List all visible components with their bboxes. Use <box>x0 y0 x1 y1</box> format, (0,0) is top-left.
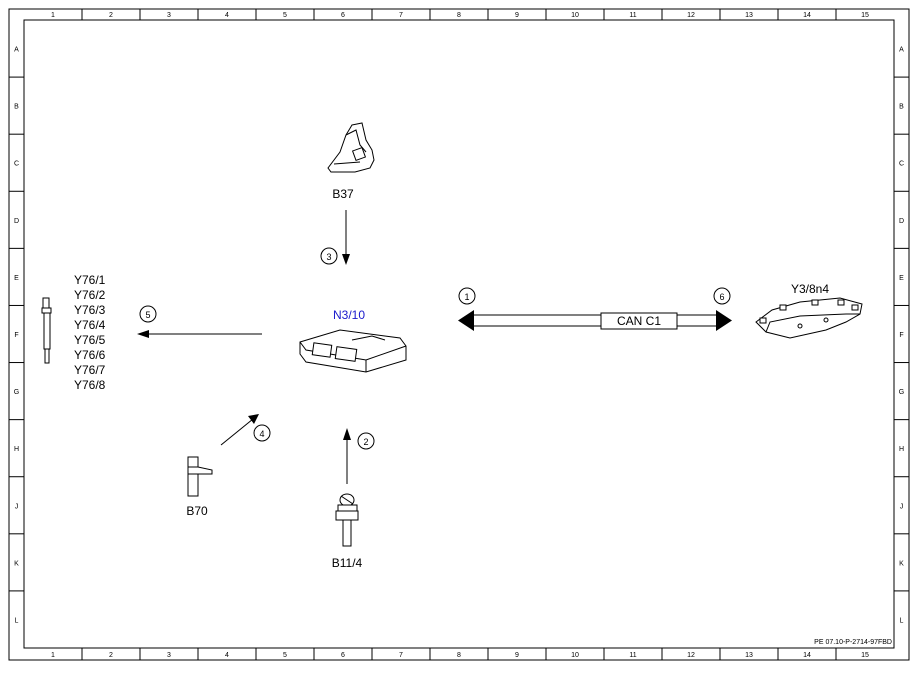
grid-row-label: G <box>899 389 904 396</box>
grid-row-label: G <box>14 389 19 396</box>
grid-row-label: E <box>899 275 904 282</box>
signal-number-3: 3 <box>326 252 331 262</box>
grid-column-label: 14 <box>803 12 811 19</box>
transmission-control-module-icon <box>755 297 863 339</box>
grid-column-label: 7 <box>399 12 403 19</box>
grid-row-label: C <box>14 161 19 168</box>
grid-row-label: K <box>14 560 19 567</box>
signal-number-6: 6 <box>719 292 724 302</box>
engine-control-unit-icon <box>299 329 407 373</box>
grid-column-label: 10 <box>571 652 579 659</box>
injector-label: Y76/4 <box>74 318 106 332</box>
grid-row-label: D <box>14 218 19 225</box>
signal-arrow-4 <box>220 414 259 446</box>
injector-label: Y76/1 <box>74 273 106 287</box>
grid-column-label: 15 <box>861 652 869 659</box>
grid-column-label: 1 <box>51 652 55 659</box>
grid-column-label: 13 <box>745 12 753 19</box>
grid-column-label: 3 <box>167 652 171 659</box>
signal-marker-1 <box>458 287 476 305</box>
grid-column-label: 10 <box>571 12 579 19</box>
grid-column-label: 7 <box>399 652 403 659</box>
grid-row-label: H <box>899 446 904 453</box>
frame-outer <box>8 8 910 661</box>
frame-inner <box>23 19 895 649</box>
fuel-injector-icon <box>41 297 52 364</box>
signal-number-4: 4 <box>259 429 264 439</box>
grid-column-label: 8 <box>457 652 461 659</box>
injector-label: Y76/5 <box>74 333 106 347</box>
grid-row-label: F <box>899 332 903 339</box>
grid-row-label: A <box>14 47 19 54</box>
can-bus-line <box>458 310 732 331</box>
grid-column-label: 6 <box>341 12 345 19</box>
grid-column-label: 12 <box>687 12 695 19</box>
can-bus-label: CAN C1 <box>617 314 661 328</box>
grid-column-label: 6 <box>341 652 345 659</box>
grid-column-label: 12 <box>687 652 695 659</box>
signal-marker-3 <box>320 247 338 265</box>
grid-row-label: F <box>14 332 18 339</box>
grid-column-ticks: 1122334455667788991010111112121313141415… <box>51 9 869 660</box>
injector-label: Y76/6 <box>74 348 106 362</box>
injector-label: Y76/7 <box>74 363 106 377</box>
grid-row-label: A <box>899 47 904 54</box>
crank-sensor-label: B70 <box>186 504 208 518</box>
grid-row-label: C <box>899 161 904 168</box>
signal-number-1: 1 <box>464 292 469 302</box>
grid-column-label: 11 <box>629 12 636 19</box>
pedal-label: B37 <box>332 187 354 201</box>
signal-marker-2 <box>357 432 375 450</box>
signal-arrow-5 <box>137 330 262 338</box>
grid-column-label: 14 <box>803 652 811 659</box>
grid-row-label: J <box>900 503 904 510</box>
grid-row-label: J <box>15 503 19 510</box>
injector-label: Y76/8 <box>74 378 106 392</box>
signal-marker-6 <box>713 287 731 305</box>
grid-column-label: 13 <box>745 652 753 659</box>
grid-column-label: 2 <box>109 652 113 659</box>
crankshaft-sensor-icon <box>187 456 213 497</box>
grid-row-label: K <box>899 560 904 567</box>
signal-arrow-2 <box>343 428 351 484</box>
grid-row-label: H <box>14 446 19 453</box>
grid-column-label: 4 <box>225 652 229 659</box>
grid-column-label: 8 <box>457 12 461 19</box>
signal-number-2: 2 <box>363 437 368 447</box>
ecu-label: N3/10 <box>333 308 365 322</box>
grid-column-label: 5 <box>283 12 287 19</box>
grid-column-label: 2 <box>109 12 113 19</box>
grid-row-label: L <box>15 617 19 624</box>
signal-marker-4 <box>253 424 271 442</box>
grid-column-label: 1 <box>51 12 55 19</box>
grid-column-label: 9 <box>515 652 519 659</box>
grid-row-label: D <box>899 218 904 225</box>
injector-labels: Y76/1 Y76/2 Y76/3 Y76/4 Y76/5 Y76/6 Y76/… <box>74 273 106 392</box>
grid-column-label: 15 <box>861 12 869 19</box>
transmission-module-label: Y3/8n4 <box>791 282 829 296</box>
coolant-temperature-sensor-icon <box>335 493 359 547</box>
can-bus-label-box <box>600 312 678 330</box>
coolant-sensor-label: B11/4 <box>332 556 363 570</box>
grid-column-label: 4 <box>225 12 229 19</box>
document-reference: PE 07.10-P-2714-97FBD <box>814 639 892 646</box>
grid-column-label: 5 <box>283 652 287 659</box>
signal-arrow-3 <box>342 210 350 265</box>
grid-row-label: B <box>899 104 904 111</box>
grid-row-ticks: A A B B C C D D E E F F G G H H J J K K L L <box>9 47 909 624</box>
signal-number-5: 5 <box>145 310 150 320</box>
grid-row-label: B <box>14 104 19 111</box>
injector-label: Y76/3 <box>74 303 106 317</box>
grid-column-label: 9 <box>515 12 519 19</box>
accelerator-pedal-sensor-icon <box>327 122 375 173</box>
signal-marker-5 <box>139 305 157 323</box>
grid-row-label: E <box>14 275 19 282</box>
grid-column-label: 3 <box>167 12 171 19</box>
grid-column-label: 11 <box>629 652 636 659</box>
grid-row-label: L <box>900 617 904 624</box>
injector-label: Y76/2 <box>74 288 106 302</box>
